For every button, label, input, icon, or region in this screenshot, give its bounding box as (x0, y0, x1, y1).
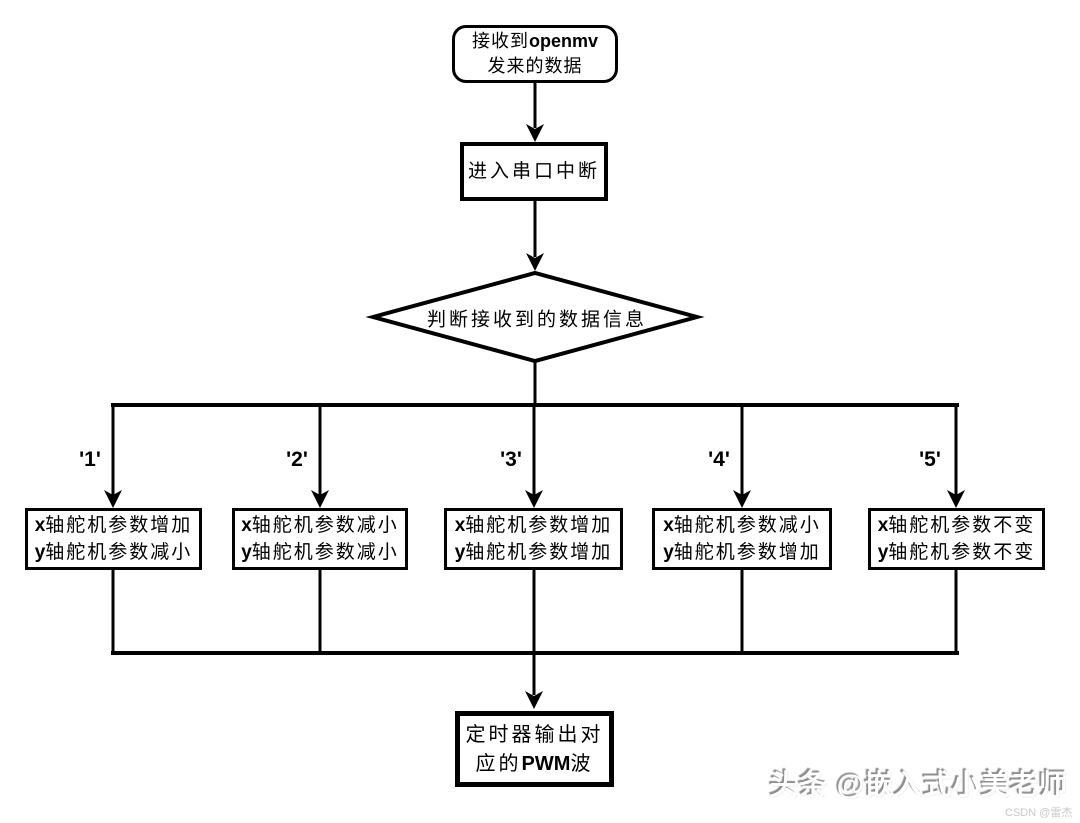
start-node-line1: 接收到openmv (471, 31, 598, 52)
watermark-toutiao: 头条 @嵌入式小美老师 (770, 769, 1069, 800)
arrowhead-icon (311, 490, 329, 508)
branch-box-5: x轴舵机参数不变 y轴舵机参数不变 (868, 508, 1045, 570)
arrowhead-icon (733, 490, 751, 508)
branch2-y-line: y轴舵机参数减小 (241, 541, 399, 563)
end-node-line2: 应的PWM波 (475, 750, 594, 775)
start-node: 接收到openmv 发来的数据 (452, 25, 618, 83)
branch5-x-line: x轴舵机参数不变 (877, 514, 1036, 536)
branch-box-2: x轴舵机参数减小 y轴舵机参数减小 (232, 508, 408, 570)
arrowhead-icon (525, 490, 543, 508)
case-label-5: '5' (919, 448, 941, 471)
arrowhead-icon (104, 490, 122, 508)
serial-interrupt-node: 进入串口中断 (460, 142, 608, 201)
branch-box-4: x轴舵机参数减小 y轴舵机参数增加 (652, 508, 832, 570)
arrowhead-icon (525, 691, 543, 709)
branch5-y-line: y轴舵机参数不变 (877, 541, 1036, 563)
arrowhead-icon (947, 490, 965, 508)
serial-interrupt-label: 进入串口中断 (467, 160, 600, 182)
end-node-line1: 定时器输出对 (465, 721, 604, 746)
branch-box-3: x轴舵机参数增加 y轴舵机参数增加 (444, 508, 623, 570)
decision-diamond-shape (365, 270, 705, 364)
branch1-x-line: x轴舵机参数增加 (34, 514, 193, 536)
branch4-x-line: x轴舵机参数减小 (663, 514, 821, 536)
arrowhead-icon (526, 253, 544, 271)
watermark-csdn: CSDN @雷杰 (1005, 807, 1073, 819)
case-label-1: '1' (79, 448, 101, 471)
branch3-y-line: y轴舵机参数增加 (454, 541, 613, 563)
end-node: 定时器输出对 应的PWM波 (455, 711, 614, 787)
branch3-x-line: x轴舵机参数增加 (454, 514, 613, 536)
branch4-y-line: y轴舵机参数增加 (663, 541, 821, 563)
branch-box-1: x轴舵机参数增加 y轴舵机参数减小 (25, 508, 202, 570)
arrowhead-icon (526, 124, 544, 142)
decision-node-label: 判断接收到的数据信息 (426, 308, 648, 331)
branch1-y-line: y轴舵机参数减小 (34, 541, 193, 563)
branch2-x-line: x轴舵机参数减小 (241, 514, 399, 536)
case-label-2: '2' (286, 448, 308, 471)
case-label-3: '3' (500, 448, 522, 471)
start-node-line2: 发来的数据 (487, 56, 583, 77)
case-label-4: '4' (708, 448, 730, 471)
